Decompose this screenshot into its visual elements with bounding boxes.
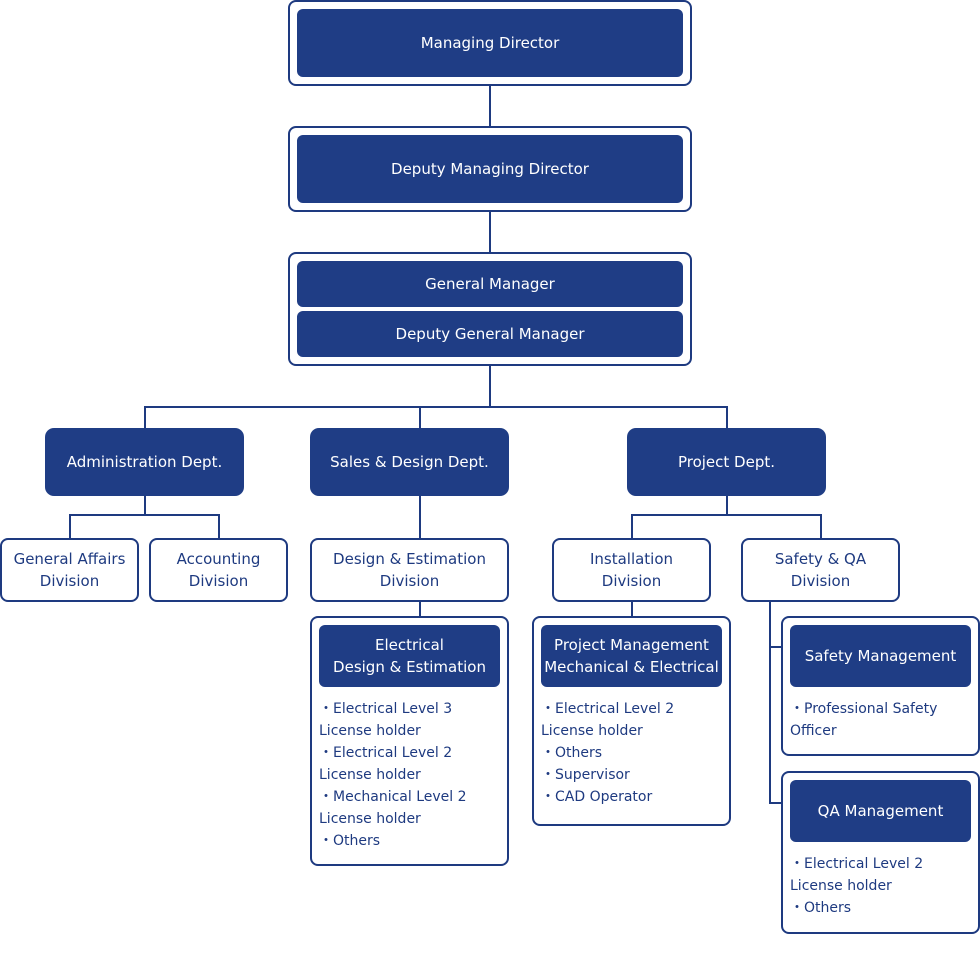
connector-md-dmd [489, 84, 491, 128]
electrical-design-title: Electrical Design & Estimation [319, 625, 500, 687]
managing-director-label: Managing Director [297, 9, 683, 77]
design-estimation-division: Design & Estimation Division [310, 538, 509, 602]
list-item: ・Electrical Level 2 [319, 745, 453, 761]
list-item: License holder [790, 878, 892, 894]
connector-dmd-gm [489, 210, 491, 254]
general-affairs-division: General Affairs Division [0, 538, 139, 602]
safety-management-list: ・Professional Safety Officer [790, 698, 975, 742]
list-item: License holder [319, 767, 421, 783]
deputy-managing-director-label: Deputy Managing Director [297, 135, 683, 203]
list-item: ・Mechanical Level 2 [319, 789, 467, 805]
list-item: ・CAD Operator [541, 789, 653, 805]
qa-management-title: QA Management [790, 780, 971, 842]
connector-sales [419, 406, 421, 430]
list-item: ・Others [541, 745, 603, 761]
project-dept: Project Dept. [627, 428, 826, 496]
list-item: ・Electrical Level 2 [541, 701, 675, 717]
connector-qa-mgmt [769, 802, 783, 804]
connector-safety-qa [820, 514, 822, 540]
connector-project-down [726, 494, 728, 515]
qa-management-team: QA Management ・Electrical Level 2 Licens… [781, 771, 980, 934]
list-item: ・Others [790, 900, 852, 916]
administration-dept: Administration Dept. [45, 428, 244, 496]
connector-pm-team [631, 600, 633, 618]
connector-gm-depts [489, 364, 491, 407]
connector-installation [631, 514, 633, 540]
managing-director-box: Managing Director [288, 0, 692, 86]
project-management-team: Project Management Mechanical & Electric… [532, 616, 731, 826]
list-item: ・Professional Safety [790, 701, 938, 717]
sales-design-dept: Sales & Design Dept. [310, 428, 509, 496]
deputy-general-manager-label: Deputy General Manager [297, 311, 683, 357]
connector-accounting [218, 514, 220, 540]
general-manager-label: General Manager [297, 261, 683, 307]
safety-management-title: Safety Management [790, 625, 971, 687]
connector-admin-bar [69, 514, 220, 516]
list-item: License holder [319, 811, 421, 827]
connector-safety-branch [769, 600, 771, 804]
connector-general-affairs [69, 514, 71, 540]
connector-dept-bar [144, 406, 728, 408]
safety-management-team: Safety Management ・Professional Safety O… [781, 616, 980, 756]
qa-management-list: ・Electrical Level 2 License holder ・Othe… [790, 853, 975, 919]
deputy-managing-director-box: Deputy Managing Director [288, 126, 692, 212]
safety-qa-division: Safety & QA Division [741, 538, 900, 602]
list-item: ・Supervisor [541, 767, 630, 783]
connector-admin [144, 406, 146, 430]
connector-project [726, 406, 728, 430]
electrical-design-team: Electrical Design & Estimation ・Electric… [310, 616, 509, 866]
list-item: ・Others [319, 833, 381, 849]
connector-admin-down [144, 494, 146, 515]
list-item: ・Electrical Level 3 [319, 701, 453, 717]
project-management-list: ・Electrical Level 2 License holder ・Othe… [541, 698, 726, 808]
electrical-design-list: ・Electrical Level 3 License holder ・Elec… [319, 698, 504, 852]
list-item: Officer [790, 723, 837, 739]
list-item: ・Electrical Level 2 [790, 856, 924, 872]
connector-sales-down [419, 494, 421, 540]
project-management-title: Project Management Mechanical & Electric… [541, 625, 722, 687]
accounting-division: Accounting Division [149, 538, 288, 602]
list-item: License holder [319, 723, 421, 739]
connector-safety-mgmt [769, 646, 783, 648]
installation-division: Installation Division [552, 538, 711, 602]
list-item: License holder [541, 723, 643, 739]
connector-project-bar [631, 514, 822, 516]
general-manager-box: General Manager Deputy General Manager [288, 252, 692, 366]
connector-design-team [419, 600, 421, 618]
